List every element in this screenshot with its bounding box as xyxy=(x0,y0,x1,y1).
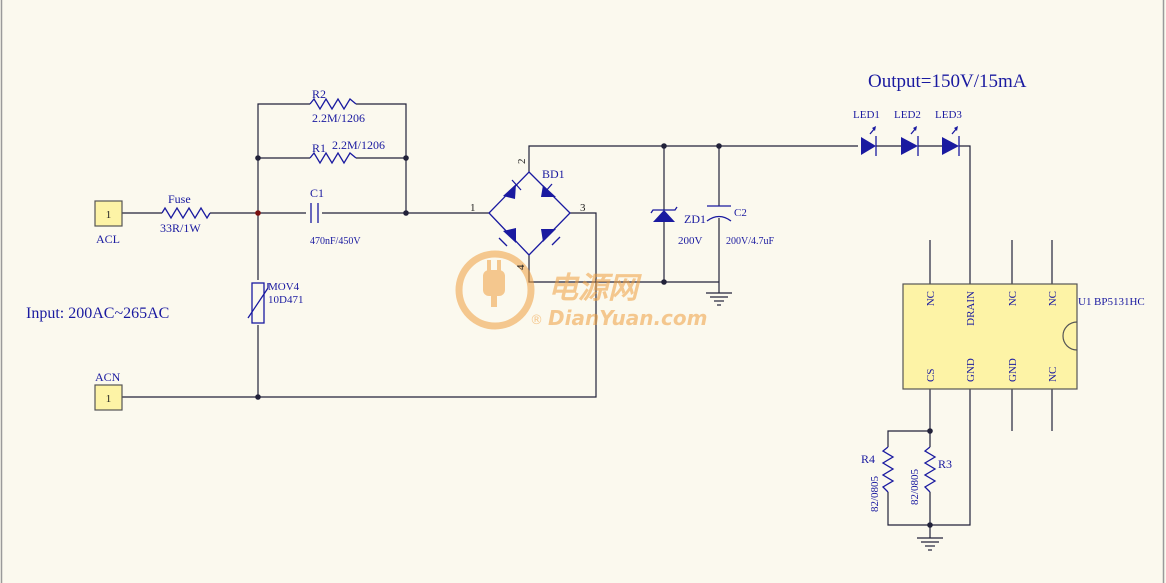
ic-pin-label: NC xyxy=(925,291,937,306)
zener-diode-zd1: ZD1 200V xyxy=(650,206,706,247)
connector-name: ACL xyxy=(96,232,120,246)
plug-icon xyxy=(483,260,505,307)
connector-pin-number: 1 xyxy=(106,209,112,221)
registered-mark-icon: ® xyxy=(530,313,543,328)
connector-acl: 1 ACL xyxy=(94,200,123,246)
resistor-value: 82/0805 xyxy=(909,468,921,505)
ic-pin-label: NC xyxy=(1047,291,1059,306)
watermark-ring xyxy=(455,250,535,330)
resistor-ref: R2 xyxy=(312,87,326,101)
input-spec-label: Input: 200AC~265AC xyxy=(26,305,169,322)
resistor-value: 2.2M/1206 xyxy=(312,111,365,125)
bridge-pin-number: 2 xyxy=(516,159,528,165)
capacitor-value: 470nF/450V xyxy=(310,236,361,247)
junction-dot xyxy=(255,155,261,161)
connector-acn: 1 ACN xyxy=(94,370,123,411)
junction-dot xyxy=(255,210,261,216)
watermark-cn-text: 电源网 xyxy=(548,271,642,306)
ground-icon xyxy=(917,537,943,551)
ic-part-number: BP5131HC xyxy=(1094,296,1145,308)
junction-dot xyxy=(403,210,409,216)
led-1: LED1 xyxy=(853,109,880,156)
zener-ref: ZD1 xyxy=(684,212,706,226)
resistor-r2: R2 2.2M/1206 xyxy=(309,87,365,125)
ic-pin-label: NC xyxy=(1047,367,1059,382)
junction-dot xyxy=(661,279,667,285)
bridge-rectifier-bd1: BD1 1 2 3 4 xyxy=(470,159,586,271)
resistor-r1: R1 2.2M/1206 xyxy=(309,138,385,165)
watermark-en-text: DianYuan.com xyxy=(548,306,707,330)
output-spec-label: Output=150V/15mA xyxy=(868,71,1027,92)
junction-dot xyxy=(716,143,722,149)
fuse-value: 33R/1W xyxy=(160,221,201,235)
resistor-r3: R3 82/0805 xyxy=(909,446,952,505)
junction-dot xyxy=(403,155,409,161)
led-3: LED3 xyxy=(935,109,962,156)
fuse-ref: Fuse xyxy=(168,192,191,206)
led-ref: LED2 xyxy=(894,109,921,121)
led-2: LED2 xyxy=(894,109,921,156)
ic-pin-label: NC xyxy=(1007,291,1019,306)
resistor-value: 82/0805 xyxy=(869,475,881,512)
resistor-value: 2.2M/1206 xyxy=(332,138,385,152)
resistor-r4: R4 82/0805 xyxy=(861,446,895,512)
watermark-logo: 电源网 ® DianYuan.com xyxy=(455,250,707,330)
junction-dot xyxy=(927,428,933,434)
capacitor-value: 200V/4.7uF xyxy=(726,236,775,247)
junction-dot xyxy=(255,394,261,400)
led-ref: LED3 xyxy=(935,109,962,121)
ic-pin-label: CS xyxy=(925,369,937,382)
connector-body xyxy=(94,200,123,227)
varistor-ref: MOV4 xyxy=(268,281,300,293)
bridge-pin-number: 4 xyxy=(515,264,527,270)
ic-pin-label: GND xyxy=(965,358,977,382)
connector-body xyxy=(94,384,123,411)
varistor-value: 10D471 xyxy=(268,294,303,306)
bridge-pin-number: 3 xyxy=(580,202,586,214)
junction-dot xyxy=(927,522,933,528)
ic-body xyxy=(902,283,1078,390)
bridge-pin-number: 1 xyxy=(470,202,476,214)
ic-notch xyxy=(1062,321,1078,351)
varistor-mov4: MOV4 10D471 xyxy=(247,281,303,324)
bridge-ref: BD1 xyxy=(542,167,565,181)
connector-pin-number: 1 xyxy=(106,393,112,405)
ic-u1: NC DRAIN NC NC CS GND GND NC U1 BP5131HC xyxy=(902,283,1145,390)
junction-dots xyxy=(255,143,933,528)
led-ref: LED1 xyxy=(853,109,880,121)
resistor-ref: R3 xyxy=(938,457,952,471)
ic-ref: U1 xyxy=(1078,296,1091,308)
capacitor-ref: C2 xyxy=(734,207,747,219)
capacitor-c2: C2 200V/4.7uF xyxy=(706,205,775,247)
zener-value: 200V xyxy=(678,235,703,247)
ground-icon xyxy=(706,292,732,306)
connector-name: ACN xyxy=(95,370,121,384)
capacitor-ref: C1 xyxy=(310,186,324,200)
resistor-ref: R4 xyxy=(861,452,875,466)
resistor-ref: R1 xyxy=(312,141,326,155)
ic-pin-label: GND xyxy=(1007,358,1019,382)
capacitor-c1: C1 470nF/450V xyxy=(310,186,361,247)
junction-dot xyxy=(661,143,667,149)
ic-pin-label: DRAIN xyxy=(965,291,977,326)
fuse: Fuse 33R/1W xyxy=(160,192,211,235)
